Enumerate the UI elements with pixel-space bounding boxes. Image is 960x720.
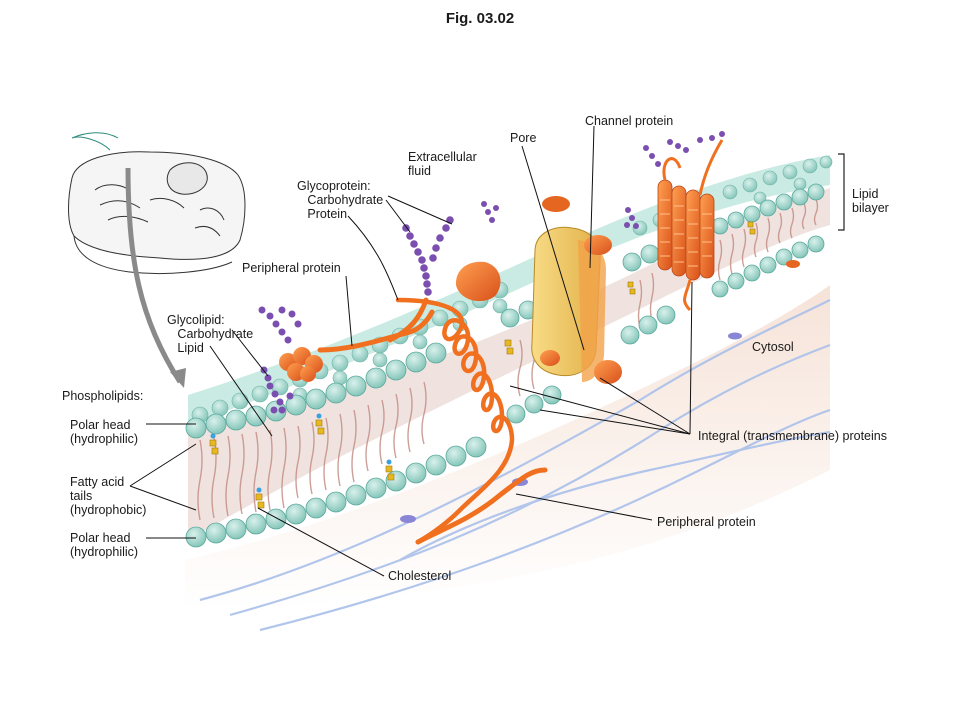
label-peripheral-protein-bottom: Peripheral protein <box>657 515 756 529</box>
small-protein-top <box>542 196 570 212</box>
leader-peripheral-bottom <box>515 493 653 521</box>
leader-extracellular <box>387 195 453 225</box>
peripheral-protein-strand <box>317 309 435 353</box>
leader-channel <box>589 125 595 269</box>
small-protein-right <box>786 260 800 268</box>
cytosol-region <box>185 285 830 610</box>
leader-integral-2 <box>599 377 691 435</box>
label-channel-protein: Channel protein <box>585 114 674 128</box>
label-cholesterol: Cholesterol <box>388 569 452 583</box>
label-polar-head-top: Polar head (hydrophilic) <box>70 418 139 446</box>
leader-integral-3 <box>689 281 693 435</box>
helix-bundle-loops <box>662 139 724 312</box>
bilayer-bracket <box>838 153 845 231</box>
inset-arrow <box>125 167 183 384</box>
label-cytosol: Cytosol <box>752 340 794 354</box>
helix-bundle-stripes <box>660 199 712 267</box>
hydrophobic-region <box>188 188 830 540</box>
label-phospholipids: Phospholipids: <box>62 389 144 403</box>
leader-glycolipid-carb <box>231 329 269 377</box>
leader-peripheral-top <box>345 275 353 347</box>
upper-front-heads <box>185 183 825 439</box>
cholesterol-heads <box>210 413 392 493</box>
peripheral-protein-blob <box>455 261 501 302</box>
leader-glycoprotein-carb <box>385 199 411 233</box>
cell-inset <box>68 132 246 275</box>
leader-fatty-1 <box>129 443 197 487</box>
inset-arrowhead <box>170 368 186 388</box>
channel-helix-bundle <box>657 179 715 281</box>
label-integral-proteins: Integral (transmembrane) proteins <box>698 429 887 443</box>
leader-fatty-2 <box>129 485 197 511</box>
leader-glycoprotein-prot <box>347 215 399 301</box>
leader-cholesterol <box>257 507 385 577</box>
leader-lines <box>129 125 693 577</box>
glycolipid-cluster <box>279 347 323 382</box>
figure-title: Fig. 03.02 <box>445 10 515 27</box>
channel-pore-protein <box>531 226 622 384</box>
label-peripheral-protein-top: Peripheral protein <box>242 261 341 275</box>
leader-integral-4 <box>539 409 691 435</box>
label-lipid-bilayer: Lipid bilayer <box>852 187 889 215</box>
leader-pore <box>521 145 585 351</box>
integral-protein-helix <box>395 297 515 545</box>
cytoskeleton-fibers <box>199 299 831 632</box>
cholesterol-molecules <box>209 221 756 509</box>
leader-glycolipid-lipid <box>209 345 273 437</box>
carbohydrate-chains <box>258 131 725 414</box>
label-pore: Pore <box>510 131 537 145</box>
label-fatty-acid-tails: Fatty acid tails (hydrophobic) <box>70 475 147 517</box>
label-extracellular-fluid: Extracellular fluid <box>408 150 477 178</box>
peripheral-protein-bottom-strand <box>415 467 548 545</box>
label-glycoprotein: Glycoprotein: Carbohydrate Protein <box>297 179 384 221</box>
label-polar-head-bottom: Polar head (hydrophilic) <box>70 531 139 559</box>
label-glycolipid: Glycolipid: Carbohydrate Lipid <box>167 313 254 355</box>
leader-integral-1 <box>509 385 691 435</box>
